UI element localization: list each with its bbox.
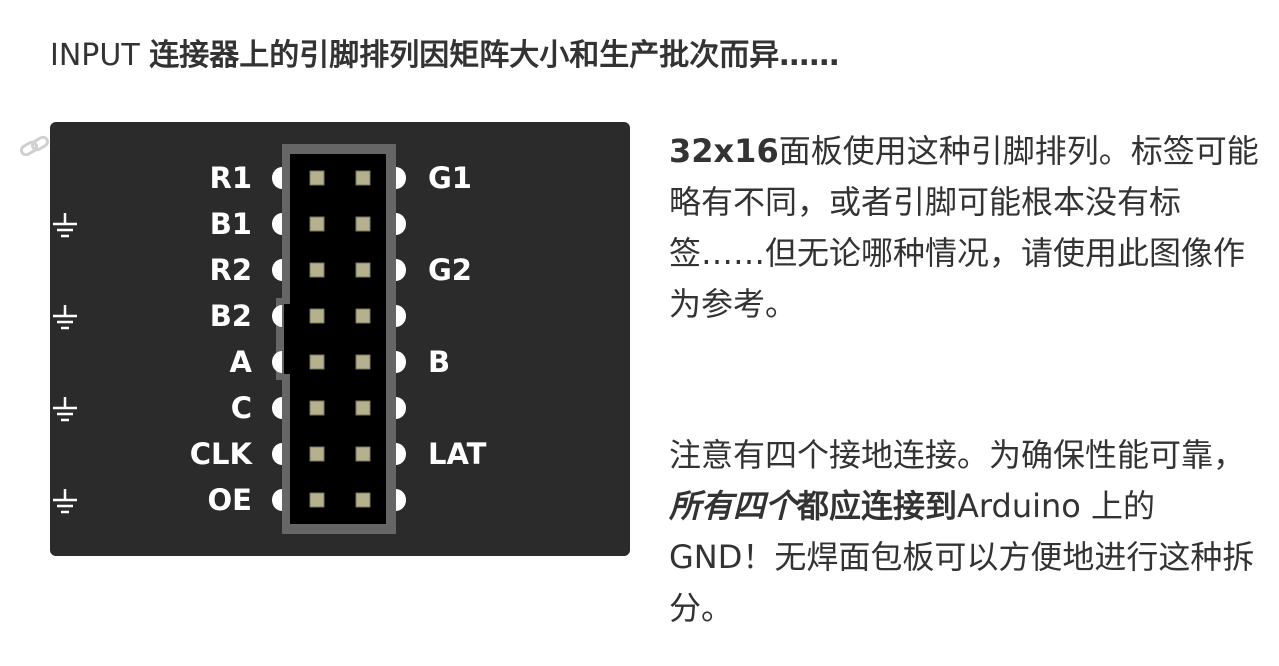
- section-heading: INPUT 连接器上的引脚排列因矩阵大小和生产批次而异……: [50, 36, 839, 76]
- pin-marker-left: [272, 351, 282, 373]
- pin-marker-right: [396, 351, 406, 373]
- pin-marker-left: [272, 167, 282, 189]
- pin-label-left: OE: [207, 483, 252, 517]
- pin-marker-right: [396, 397, 406, 419]
- ground-note-bold: 都应连接到: [797, 487, 958, 525]
- connector-pin: [355, 400, 371, 416]
- link-icon[interactable]: [18, 132, 52, 160]
- connector-pin: [309, 354, 325, 370]
- ground-icon: [53, 213, 77, 238]
- ground-note-text-1: 注意有四个接地连接。为确保性能可靠，: [669, 436, 1246, 474]
- pin-marker-left: [272, 489, 282, 511]
- connector-pin: [355, 492, 371, 508]
- connector-pin: [309, 262, 325, 278]
- pin-label-left: A: [229, 345, 252, 379]
- ground-note-text-2: Arduino 上的 GND！无焊面包板可以方便地进行这种拆分。: [669, 487, 1255, 627]
- pin-marker-right: [396, 489, 406, 511]
- heading-prefix: INPUT: [50, 38, 150, 73]
- connector-graphic: [272, 144, 406, 534]
- ground-note: 注意有四个接地连接。为确保性能可靠， 所有四个都应连接到Arduino 上的 GN…: [669, 430, 1259, 634]
- pin-marker-right: [396, 213, 406, 235]
- pin-label-right: LAT: [428, 437, 487, 471]
- connector-pin: [355, 446, 371, 462]
- ground-icon: [53, 305, 77, 330]
- connector-pin: [309, 216, 325, 232]
- pin-label-right: G1: [428, 161, 472, 195]
- connector-pin: [355, 170, 371, 186]
- pin-label-left: B1: [209, 207, 252, 241]
- heading-text: 连接器上的引脚排列因矩阵大小和生产批次而异……: [149, 38, 840, 73]
- connector-pin: [355, 354, 371, 370]
- connector-body: [284, 154, 386, 524]
- pin-marker-right: [396, 305, 406, 327]
- pin-label-left: R2: [209, 253, 252, 287]
- pin-label-right: B: [428, 345, 451, 379]
- ground-icon: [53, 489, 77, 514]
- pin-marker-left: [272, 213, 282, 235]
- connector-pin: [355, 262, 371, 278]
- pin-marker-right: [396, 259, 406, 281]
- pinout-description-text: 面板使用这种引脚排列。标签可能略有不同，或者引脚可能根本没有标签……但无论哪种情…: [669, 132, 1259, 323]
- ground-icon: [53, 397, 77, 422]
- pin-marker-left: [272, 443, 282, 465]
- pin-label-left: CLK: [189, 437, 252, 471]
- connector-pin: [355, 308, 371, 324]
- pinout-description: 32x16面板使用这种引脚排列。标签可能略有不同，或者引脚可能根本没有标签……但…: [669, 126, 1259, 330]
- pin-marker-left: [272, 259, 282, 281]
- connector-pin: [309, 308, 325, 324]
- pin-label-right: G2: [428, 253, 472, 287]
- connector-pin: [355, 216, 371, 232]
- connector-pin: [309, 400, 325, 416]
- connector-pin: [309, 492, 325, 508]
- connector-pin: [309, 170, 325, 186]
- pin-label-left: B2: [209, 299, 252, 333]
- pin-marker-right: [396, 443, 406, 465]
- pin-label-left: C: [230, 391, 252, 425]
- ground-note-emphasis: 所有四个: [669, 487, 798, 525]
- pin-marker-right: [396, 167, 406, 189]
- connector-pin: [309, 446, 325, 462]
- pin-marker-left: [272, 397, 282, 419]
- pin-label-left: R1: [209, 161, 252, 195]
- panel-size: 32x16: [669, 132, 779, 170]
- pin-marker-left: [272, 305, 282, 327]
